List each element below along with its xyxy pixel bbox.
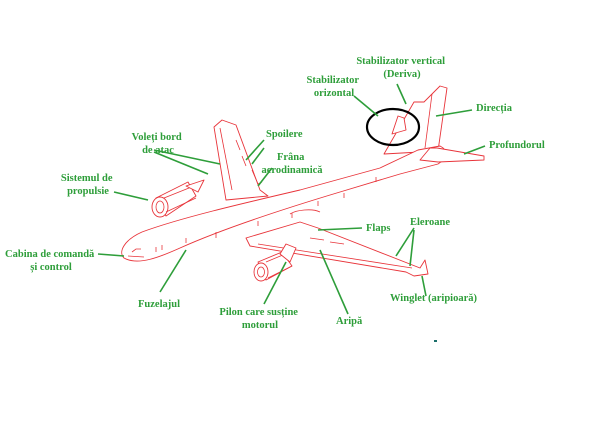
lower-wing bbox=[245, 221, 429, 277]
label-airbrake: Frâna aerodinamică bbox=[261, 152, 323, 176]
stray-dot bbox=[434, 340, 437, 342]
label-spoilers: Spoilere bbox=[266, 129, 303, 140]
horizontal-stabilizer bbox=[391, 115, 407, 135]
label-propulsion: Sistemul de propulsie bbox=[61, 173, 115, 197]
label-elevator: Profundorul bbox=[489, 140, 545, 151]
near-horizontal-stabilizer bbox=[419, 147, 485, 163]
label-fuselage: Fuzelajul bbox=[138, 299, 180, 310]
label-winglet: Winglet (aripioară) bbox=[390, 293, 478, 304]
label-pylon: Pilon care susține motorul bbox=[219, 307, 300, 331]
far-engine bbox=[151, 179, 205, 218]
stabilizer-highlight-circle bbox=[365, 107, 421, 147]
airplane bbox=[121, 85, 485, 282]
near-engine bbox=[253, 243, 297, 282]
label-horizontal-stabilizer: Stabilizator orizontal bbox=[307, 75, 362, 99]
label-flaps: Flaps bbox=[366, 223, 391, 234]
labels: Stabilizator vertical (Deriva) Stabiliza… bbox=[5, 56, 545, 331]
fuselage-windows bbox=[155, 177, 377, 252]
label-rudder: Direcția bbox=[476, 103, 513, 114]
leader-lines bbox=[97, 83, 486, 315]
label-leading-edge-flaps: Voleți bord de atac bbox=[132, 132, 185, 156]
label-wing: Aripă bbox=[336, 316, 363, 327]
label-vertical-stabilizer: Stabilizator vertical (Deriva) bbox=[356, 56, 447, 80]
label-ailerons: Eleroane bbox=[410, 217, 450, 228]
upper-wing bbox=[213, 119, 269, 201]
vertical-stabilizer bbox=[383, 85, 448, 155]
label-cockpit: Cabina de comandă și control bbox=[5, 249, 97, 273]
